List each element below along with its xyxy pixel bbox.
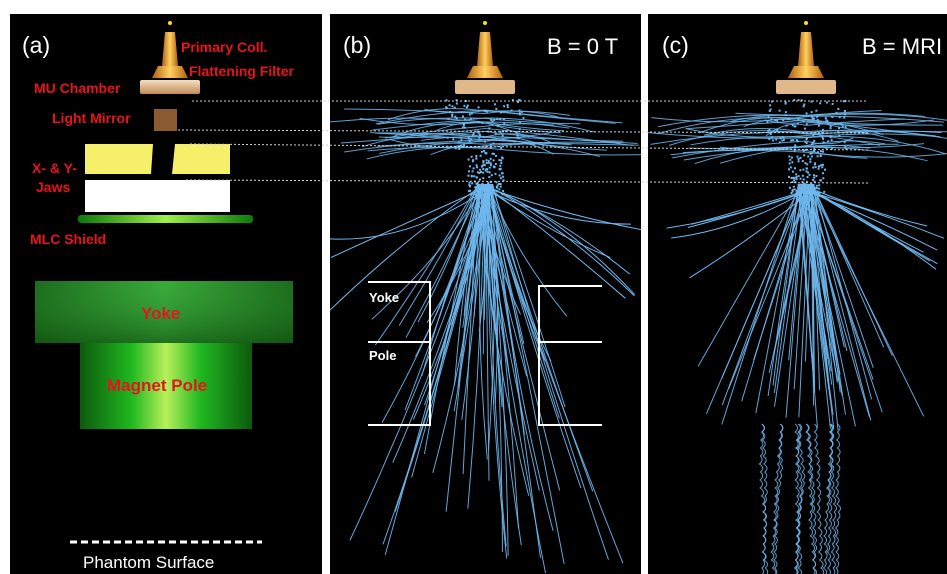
jaw-right-icon [172,144,230,174]
panel-b: (b) B = 0 T Yoke Pole [330,14,641,574]
jaw-left-icon [85,144,153,174]
source-dot [483,21,487,25]
magnet-outline [368,281,602,426]
phantom-surface-label: Phantom Surface [83,553,215,572]
collimator-icon [477,32,493,66]
chamber-icon [776,80,836,94]
panel-c-field: B = MRI [862,34,943,59]
lower-jaws-icon [85,180,230,212]
magnet-pole-block [80,343,252,429]
primary-coll-label: Primary Coll. [181,39,268,55]
chamber-icon [455,80,515,94]
mlc-shield-label: MLC Shield [30,231,107,247]
yoke-label: Yoke [141,304,181,323]
jaws-label-line1: X- & Y- [32,160,77,176]
panel-c: (c) B = MRI [648,14,947,574]
light-mirror-icon [154,109,177,131]
panel-b-pole-label: Pole [369,348,397,363]
source-dot [168,21,172,25]
panel-b-tracks [330,21,641,574]
magnet-pole-label: Magnet Pole [107,376,208,395]
panel-a: (a) Primary Coll. Flattening Filter MU C… [10,14,322,574]
panel-b-label: (b) [343,32,372,58]
mu-chamber-icon [140,80,200,94]
light-mirror-label: Light Mirror [52,110,131,126]
panel-a-label: (a) [22,32,51,58]
mlc-shield-icon [78,215,253,223]
collimator-icon [798,32,814,66]
primary-collimator-icon [162,32,178,66]
panel-c-tracks [648,21,947,574]
panel-b-field: B = 0 T [547,34,619,59]
panel-b-yoke-label: Yoke [369,290,400,305]
source-dot [804,21,808,25]
panel-a-diagram [35,21,293,544]
jaws-label-line2: Jaws [36,179,71,195]
flattening-filter-label: Flattening Filter [189,63,294,79]
panel-c-label: (c) [662,32,689,58]
mu-chamber-label: MU Chamber [34,80,121,96]
